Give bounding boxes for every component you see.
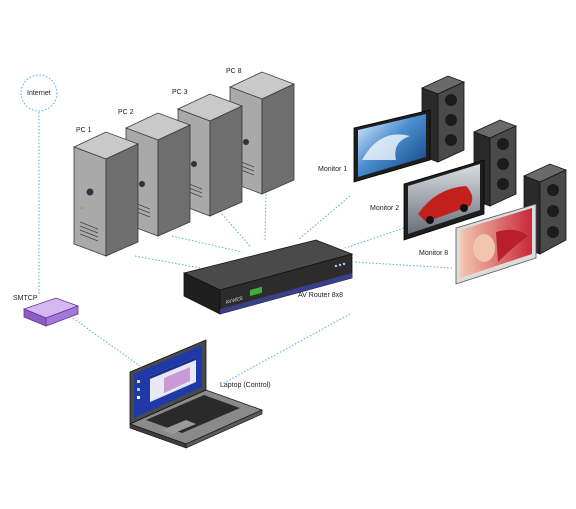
pc1-label: PC 1 [76, 127, 92, 134]
link-smtcp-laptop [69, 315, 141, 367]
monitor-8 [455, 203, 537, 285]
router-brand: AVWEB [225, 295, 244, 306]
pc2-label: PC 2 [118, 109, 134, 116]
link-pc8-router [264, 193, 267, 241]
smtcp-device [22, 297, 80, 327]
internet-circle [20, 74, 58, 112]
link-monitor8-router [353, 261, 453, 269]
router-display [250, 286, 262, 297]
smtcp-label: SMTCP [13, 295, 38, 302]
pc8-tower [228, 71, 296, 195]
monitor1-label: Monitor 1 [318, 166, 348, 173]
laptop [128, 339, 264, 449]
monitor8-label: Monitor 8 [419, 250, 449, 257]
internet-label: Internet [27, 90, 51, 97]
pc2-tower [124, 112, 192, 237]
av-router: AVWEB [182, 239, 354, 315]
link-pc3-router [221, 213, 251, 247]
monitor-1 [353, 109, 431, 183]
connection-lines [38, 112, 453, 385]
link-pc1-router [134, 255, 223, 273]
link-pc2-router [171, 235, 243, 253]
pc8-label: PC 8 [226, 68, 242, 75]
monitor2-label: Monitor 2 [370, 205, 400, 212]
laptop-label: Laptop (Control) [220, 382, 271, 389]
internet-node [20, 74, 58, 112]
link-monitor1-router [297, 195, 351, 241]
monitor-2 [403, 159, 485, 241]
link-router-laptop [221, 313, 351, 385]
pc3-label: PC 3 [172, 89, 188, 96]
link-monitor2-router [344, 227, 405, 249]
router-label: AV Router 8x8 [298, 292, 344, 299]
pc1-tower [72, 131, 140, 257]
